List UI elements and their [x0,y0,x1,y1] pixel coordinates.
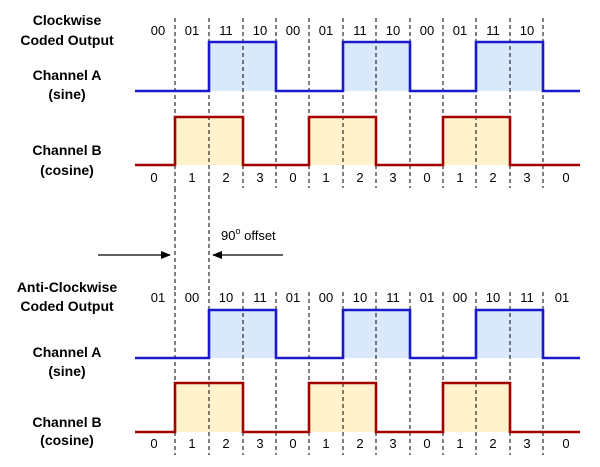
cw-code-label: 10 [386,23,400,38]
acw-state-label: 3 [389,436,396,451]
acw-state-label: 0 [562,436,569,451]
acw-channel-a-waveform [135,308,580,360]
acw-state-label: 1 [322,436,329,451]
cw-code-label: 11 [353,23,367,38]
cw-code-label: 00 [286,23,300,38]
acw-channel-b-sublabel: (cosine) [40,432,94,448]
cw-channel-a-sublabel: (sine) [48,86,85,102]
acw-channel-b-waveform [135,381,580,434]
cw-state-label: 1 [456,170,463,185]
cw-channel-b-sublabel: (cosine) [40,162,94,178]
acw-state-label: 3 [523,436,530,451]
acw-state-label: 1 [188,436,195,451]
cw-code-label: 10 [520,23,534,38]
acw-code-label: 10 [219,290,233,305]
cw-code-label: 00 [420,23,434,38]
acw-code-label: 11 [520,290,534,305]
acw-code-label: 01 [286,290,300,305]
acw-code-label: 11 [253,290,267,305]
acw-channel-a-sublabel: (sine) [48,363,85,379]
cw-title-line1: Clockwise [33,12,102,28]
cw-state-label: 3 [256,170,263,185]
acw-code-label: 01 [151,290,165,305]
acw-code-label: 00 [185,290,199,305]
cw-state-label: 2 [356,170,363,185]
offset-value: 90 [221,228,235,243]
acw-state-label: 2 [356,436,363,451]
cw-channel-a-label: Channel A [33,67,102,83]
acw-state-label: 3 [256,436,263,451]
cw-state-label: 1 [188,170,195,185]
cw-channel-a-waveform [135,40,580,93]
cw-code-label: 11 [219,23,233,38]
cw-state-label: 0 [150,170,157,185]
cw-state-label: 0 [289,170,296,185]
cw-state-label: 0 [423,170,430,185]
offset-note: 90o offset [221,226,276,243]
acw-channel-b-label: Channel B [32,414,101,430]
acw-channel-a-label: Channel A [33,344,102,360]
cw-code-label: 01 [185,23,199,38]
offset-suffix: offset [240,228,276,243]
cw-code-label: 00 [151,23,165,38]
acw-state-label: 2 [489,436,496,451]
cw-code-label: 01 [319,23,333,38]
offset-degree-symbol: o [235,226,240,236]
acw-state-label: 2 [222,436,229,451]
acw-code-label: 00 [453,290,467,305]
acw-state-label: 0 [150,436,157,451]
acw-state-label: 0 [289,436,296,451]
cw-state-label: 2 [222,170,229,185]
acw-code-label: 01 [555,290,569,305]
cw-code-label: 11 [486,23,500,38]
acw-code-label: 10 [353,290,367,305]
acw-title-line2: Coded Output [20,298,114,314]
cw-channel-b-waveform [135,115,580,167]
acw-code-label: 01 [420,290,434,305]
cw-state-label: 3 [523,170,530,185]
acw-state-label: 0 [423,436,430,451]
cw-code-label: 01 [453,23,467,38]
acw-state-label: 1 [456,436,463,451]
cw-title-line2: Coded Output [20,32,114,48]
cw-state-label: 3 [389,170,396,185]
cw-channel-b-label: Channel B [32,142,101,158]
acw-code-label: 00 [319,290,333,305]
cw-state-label: 0 [562,170,569,185]
acw-code-label: 11 [386,290,400,305]
cw-code-label: 10 [253,23,267,38]
cw-state-label: 2 [489,170,496,185]
acw-code-label: 10 [486,290,500,305]
cw-state-label: 1 [322,170,329,185]
acw-title-line1: Anti-Clockwise [17,279,118,295]
